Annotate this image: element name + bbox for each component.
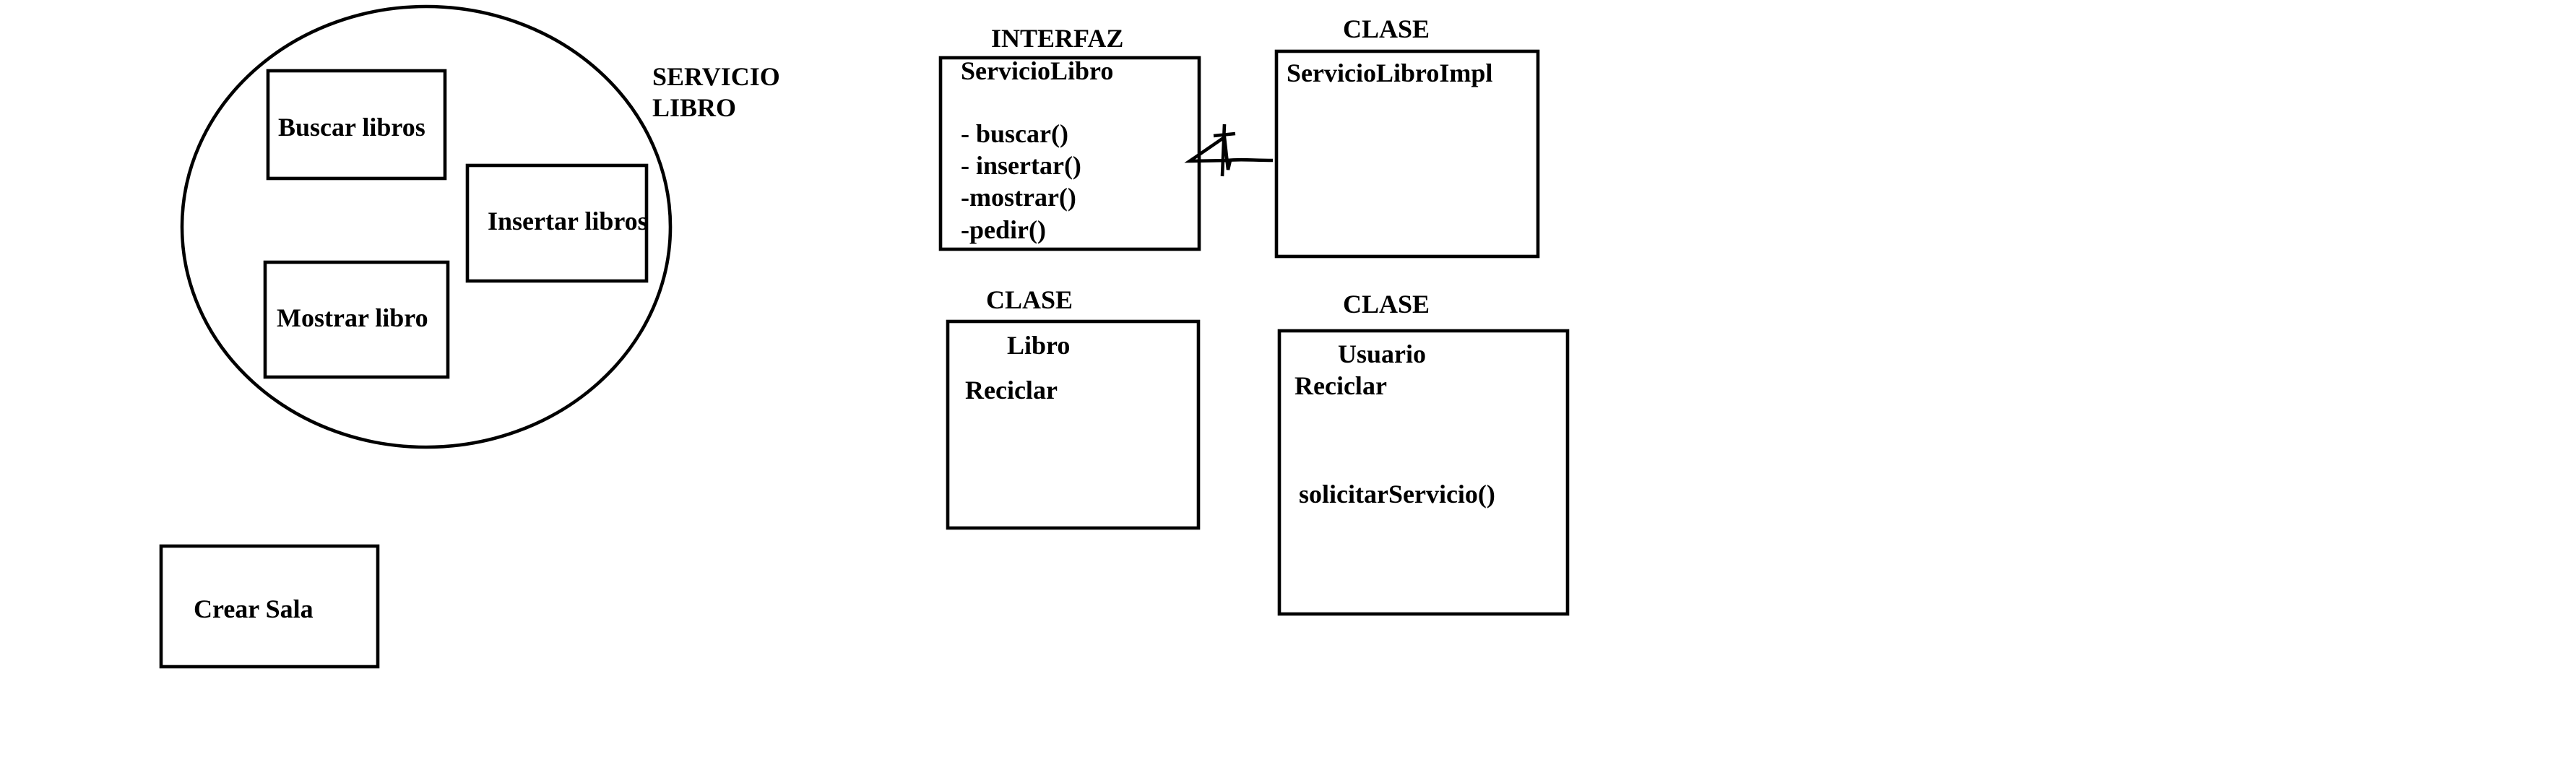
- mostrar-libro-box: [263, 260, 450, 379]
- insertar-libros-label: Insertar libros: [488, 207, 648, 235]
- service-group: SERVICIO LIBRO Buscar libros Insertar li…: [180, 4, 780, 449]
- libro-box: [946, 319, 1201, 530]
- arrow-tick: [1213, 124, 1236, 177]
- crear-sala-group: Crear Sala: [159, 544, 380, 669]
- interface-method: - buscar(): [961, 119, 1068, 148]
- crear-sala-label: Crear Sala: [194, 594, 314, 623]
- usuario-method: solicitarServicio(): [1299, 480, 1495, 509]
- libro-name: Libro: [1007, 331, 1070, 360]
- realization-arrow: [1184, 124, 1274, 177]
- insertar-libros-box: [465, 163, 649, 283]
- impl-stereotype: CLASE: [1343, 14, 1430, 43]
- crear-sala-box: [159, 544, 380, 669]
- impl-name: ServicioLibroImpl: [1287, 59, 1492, 87]
- interface-servicio-libro: INTERFAZ ServicioLibro - buscar() - inse…: [938, 24, 1201, 251]
- interface-method: - insertar(): [961, 151, 1081, 180]
- mostrar-libro-label: Mostrar libro: [277, 303, 428, 332]
- buscar-libros-box: [266, 69, 447, 181]
- class-servicio-libro-impl: CLASE ServicioLibroImpl: [1274, 14, 1540, 259]
- service-ellipse: [180, 4, 673, 449]
- interface-stereotype: INTERFAZ: [991, 24, 1123, 53]
- usuario-stereotype: CLASE: [1343, 290, 1430, 319]
- usuario-name: Usuario: [1338, 339, 1426, 368]
- buscar-libros-label: Buscar libros: [278, 113, 425, 142]
- interface-name: ServicioLibro: [961, 56, 1113, 85]
- libro-stereotype: CLASE: [986, 285, 1073, 314]
- service-title-line2: LIBRO: [652, 93, 736, 122]
- class-usuario: CLASE Usuario Reciclar solicitarServicio…: [1277, 290, 1570, 616]
- class-libro: CLASE Libro Reciclar: [946, 285, 1201, 530]
- libro-attribute: Reciclar: [965, 376, 1058, 405]
- interface-method: -pedir(): [961, 215, 1046, 244]
- service-title-line1: SERVICIO: [652, 62, 780, 91]
- usuario-attribute: Reciclar: [1295, 371, 1387, 400]
- usuario-box: [1277, 329, 1570, 616]
- impl-box: [1274, 49, 1540, 259]
- interface-method: -mostrar(): [961, 183, 1076, 212]
